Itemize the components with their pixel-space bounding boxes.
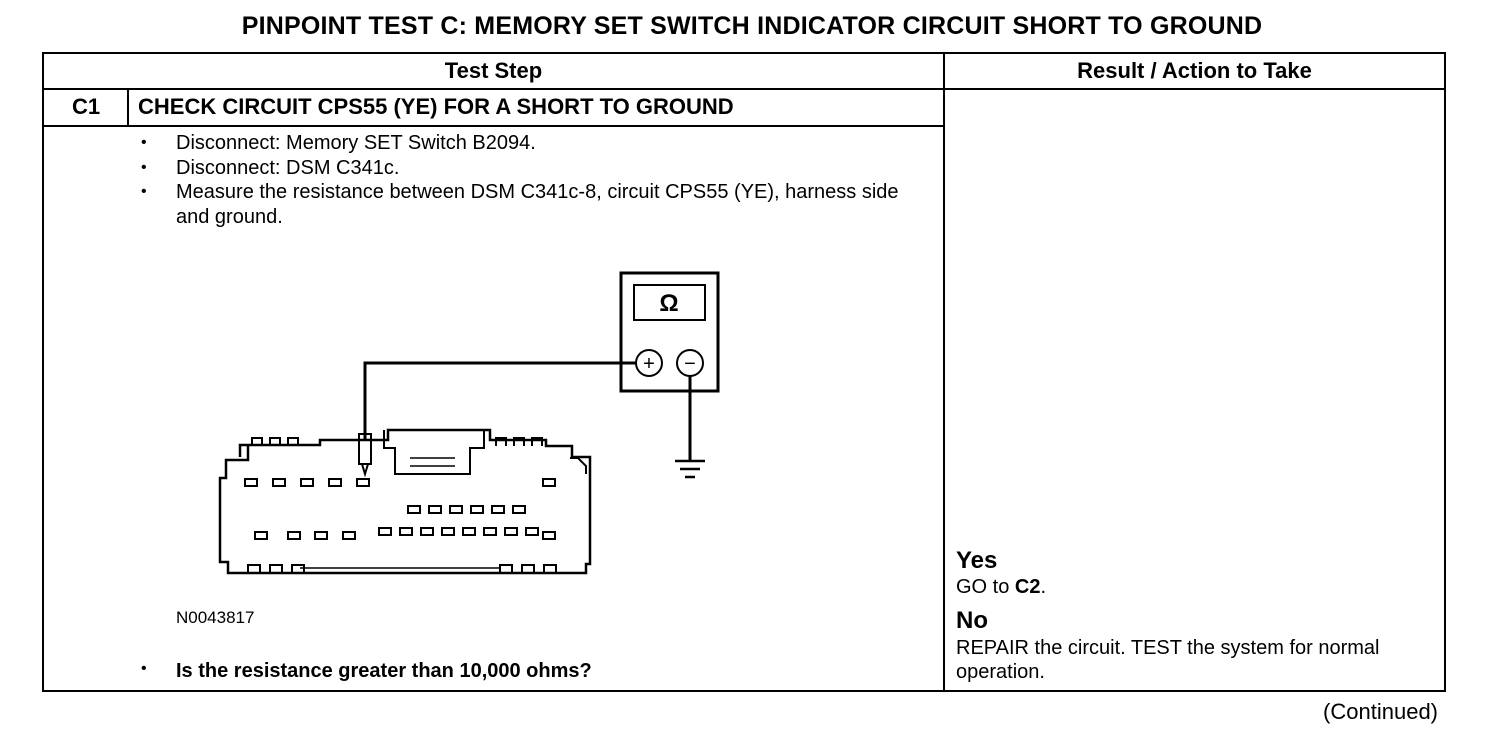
step-title: CHECK CIRCUIT CPS55 (YE) FOR A SHORT TO … [138,94,734,119]
yes-label: Yes [956,547,998,574]
step-id-divider [127,88,129,126]
plus-sign: + [643,353,655,375]
ohm-symbol: Ω [659,290,678,317]
continued-label: (Continued) [1323,699,1438,724]
ground-symbol-icon [675,459,705,479]
ohmmeter-icon: Ω + − [619,271,720,393]
column-divider [943,52,945,692]
instruction-item: Disconnect: DSM C341c. [136,156,906,181]
header-test-step: Test Step [444,58,543,83]
positive-lead [363,361,636,440]
minus-sign: − [684,353,696,375]
page-title: PINPOINT TEST C: MEMORY SET SWITCH INDIC… [241,12,1263,40]
yes-action-suffix: . [1040,576,1047,598]
connector-c341c-icon [218,428,592,575]
yes-action: GO to C2. [956,575,1426,599]
pinpoint-table [42,52,1446,692]
instruction-item: Disconnect: Memory SET Switch B2094. [136,131,906,156]
step-id: C1 [71,94,101,119]
step-question: Is the resistance greater than 10,000 oh… [136,660,592,683]
header-result-action: Result / Action to Take [1077,58,1312,83]
probe-tip-icon [358,433,372,478]
wiring-diagram: Ω + − [218,271,720,575]
instruction-list: Disconnect: Memory SET Switch B2094. Dis… [136,131,906,229]
no-label: No [956,607,988,634]
goto-step-link[interactable]: C2 [1014,576,1041,598]
step-title-divider [42,125,945,127]
no-action: REPAIR the circuit. TEST the system for … [956,637,1380,683]
instruction-item: Measure the resistance between DSM C341c… [136,180,906,229]
figure-id: N0043817 [176,608,255,627]
header-divider [42,88,1446,90]
yes-action-prefix: GO to [956,576,1015,598]
